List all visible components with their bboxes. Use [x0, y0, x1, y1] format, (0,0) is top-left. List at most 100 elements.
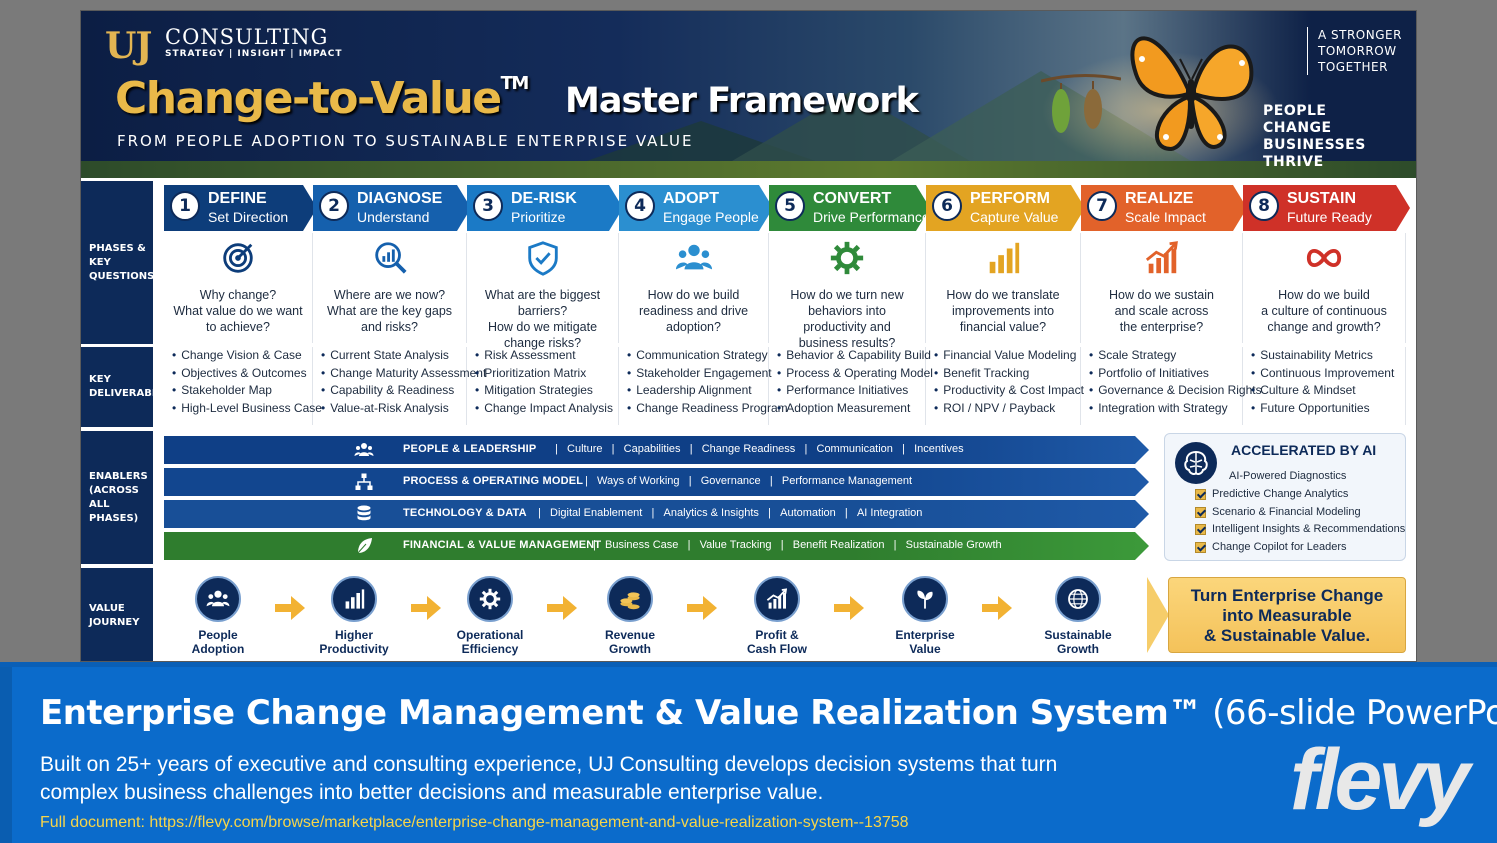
deliverable-item: Communication Strategy: [627, 347, 768, 365]
ai-box: ACCELERATED BY AI AI-Powered Diagnostics…: [1164, 433, 1406, 561]
deliverable-item: Future Opportunities: [1251, 400, 1405, 418]
deliverable-item: Financial Value Modeling: [934, 347, 1080, 365]
deliverable-item: Risk Assessment: [475, 347, 618, 365]
ai-item: Predictive Change Analytics: [1195, 486, 1405, 504]
ai-item: Scenario & Financial Modeling: [1195, 504, 1405, 522]
phase-deliverables: Sustainability MetricsContinuous Improve…: [1243, 347, 1406, 425]
ai-list: Predictive Change Analytics Scenario & F…: [1195, 486, 1405, 556]
ai-item: Change Copilot for Leaders: [1195, 539, 1405, 557]
row-label-journey: VALUE JOURNEY: [81, 568, 153, 661]
checkbox-icon: [1195, 541, 1206, 553]
deliverable-item: Portfolio of Initiatives: [1089, 365, 1242, 383]
banner-link[interactable]: Full document: https://flevy.com/browse/…: [40, 814, 909, 831]
phase-name: CONVERT: [813, 190, 892, 207]
phase-header-de-risk: 3 DE-RISK Prioritize: [467, 185, 623, 231]
globe-icon: [1055, 576, 1101, 622]
enabler-items: | Digital Enablement | Analytics & Insig…: [538, 507, 923, 519]
phase-deliverables: Current State AnalysisChange Maturity As…: [313, 347, 486, 425]
gear-icon: [467, 576, 513, 622]
phase-name: DE-RISK: [511, 190, 577, 207]
phase-header-diagnose: 2 DIAGNOSE Understand: [313, 185, 471, 231]
deliverable-item: Adoption Measurement: [777, 400, 925, 418]
phase-deliverables: Behavior & Capability BuildProcess & Ope…: [769, 347, 933, 425]
deliverable-item: Sustainability Metrics: [1251, 347, 1405, 365]
phase-header-sustain: 8 SUSTAIN Future Ready: [1243, 185, 1410, 231]
deliverable-item: Process & Operating Model: [777, 365, 933, 383]
phase-number: 4: [625, 191, 655, 221]
arrow-right-icon: [850, 596, 864, 620]
journey-arrow-stem: [547, 604, 563, 612]
deliverable-item: Change Readiness Program: [627, 400, 787, 418]
deliverable-item: Integration with Strategy: [1089, 400, 1242, 418]
enabler-2: PROCESS & OPERATING MODEL | Ways of Work…: [164, 468, 1149, 496]
deliverable-item: Scale Strategy: [1089, 347, 1242, 365]
deliverable-item: Mitigation Strategies: [475, 382, 618, 400]
deliverable-item: Change Vision & Case: [172, 347, 312, 365]
coins-icon: [607, 576, 653, 622]
deliverable-item: ROI / NPV / Payback: [934, 400, 1080, 418]
deliverable-item: Capability & Readiness: [321, 382, 466, 400]
journey-arrow-stem: [834, 604, 850, 612]
deliverable-item: Prioritization Matrix: [475, 365, 618, 383]
enabler-1: PEOPLE & LEADERSHIP | Culture | Capabili…: [164, 436, 1149, 464]
deliverable-item: High-Level Business Case: [172, 400, 322, 418]
deliverable-item: Governance & Decision Rights: [1089, 382, 1261, 400]
logo-name: CONSULTING: [165, 25, 329, 49]
phase-name: PERFORM: [970, 190, 1050, 207]
deliverable-item: Stakeholder Engagement: [627, 365, 771, 383]
title-rest: Master Framework: [565, 81, 919, 121]
brain-icon: [1175, 442, 1217, 484]
phase-number: 6: [932, 191, 962, 221]
logo-tagline: STRATEGY | INSIGHT | IMPACT: [165, 49, 343, 59]
people-icon: [619, 239, 768, 279]
checkbox-icon: [1195, 506, 1206, 518]
deliverable-item: Current State Analysis: [321, 347, 466, 365]
ai-subtitle: AI-Powered Diagnostics: [1229, 470, 1347, 482]
phase-subtitle: Capture Value: [970, 209, 1059, 225]
phase-name: DEFINE: [208, 190, 267, 207]
arrow-right-icon: [427, 596, 441, 620]
database-icon: [354, 504, 376, 524]
bottom-banner: Enterprise Change Management & Value Rea…: [0, 662, 1497, 843]
growth-chart-icon: [754, 576, 800, 622]
ai-title: ACCELERATED BY AI: [1231, 442, 1377, 458]
arrow-right-icon: [291, 596, 305, 620]
org-chart-icon: [354, 472, 376, 492]
phase-number: 8: [1249, 191, 1279, 221]
row-label-enablers: ENABLERS (ACROSS ALL PHASES): [81, 431, 153, 564]
slide: UJ CONSULTING STRATEGY | INSIGHT | IMPAC…: [80, 10, 1417, 662]
phase-header-adopt: 4 ADOPT Engage People: [619, 185, 773, 231]
enabler-3: TECHNOLOGY & DATA | Digital Enablement |…: [164, 500, 1149, 528]
deliverable-item: Culture & Mindset: [1251, 382, 1405, 400]
row-label-deliverables: KEY DELIVERABLES: [81, 347, 172, 427]
deliverable-item: Change Impact Analysis: [475, 400, 618, 418]
checkbox-icon: [1195, 524, 1206, 536]
phase-deliverables: Communication StrategyStakeholder Engage…: [619, 347, 788, 425]
phase-subtitle: Drive Performance: [813, 209, 930, 225]
phase-number: 1: [170, 191, 200, 221]
phase-subtitle: Set Direction: [208, 209, 289, 225]
logo-mark: UJ: [105, 25, 152, 67]
phase-number: 2: [319, 191, 349, 221]
gear-icon: [769, 239, 925, 279]
deliverable-item: Benefit Tracking: [934, 365, 1080, 383]
phase-deliverables: Change Vision & CaseObjectives & Outcome…: [164, 347, 322, 425]
phase-header-perform: 6 PERFORM Capture Value: [926, 185, 1085, 231]
deliverable-item: Leadership Alignment: [627, 382, 768, 400]
people-icon: [354, 440, 376, 460]
phase-header-define: 1 DEFINE Set Direction: [164, 185, 317, 231]
